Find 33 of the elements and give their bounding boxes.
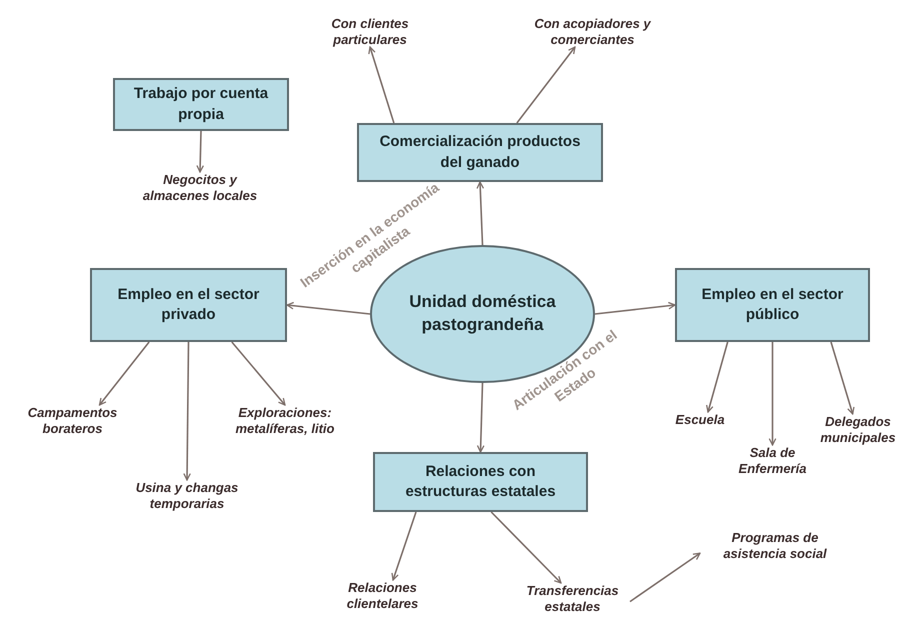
item-text: Con clientes particulares	[315, 16, 425, 48]
arrow	[391, 512, 417, 581]
arrow	[768, 342, 776, 446]
item-text: Sala de Enfermería	[720, 445, 825, 476]
item-text: Con acopiadores y comerciantes	[505, 16, 680, 48]
arrow	[594, 302, 676, 315]
item-text: Programas de asistencia social	[700, 530, 850, 562]
category-box: Empleo en el sector público	[675, 268, 870, 342]
arrow	[476, 382, 485, 453]
item-text: Transferencias estatales	[515, 583, 630, 614]
arrow	[286, 302, 370, 315]
arrow	[706, 342, 728, 413]
arrow	[630, 552, 701, 602]
item-text: Relaciones clientelares	[330, 580, 435, 612]
arrow	[516, 46, 576, 124]
category-box: Comercialización productos del ganado	[357, 123, 603, 182]
category-box: Relaciones con estructuras estatales	[373, 452, 588, 512]
item-text: Campamentos borateros	[5, 405, 140, 436]
arrow	[830, 342, 855, 415]
arrow	[98, 342, 150, 406]
arrow	[476, 181, 484, 246]
arrow	[490, 511, 562, 584]
item-text: Usina y changas temporarias	[107, 480, 267, 512]
item-text: Delegados municipales	[805, 414, 911, 446]
category-box: Empleo en el sector privado	[90, 268, 287, 342]
item-text: Escuela	[660, 412, 740, 428]
arrow	[183, 342, 191, 481]
arrow	[368, 46, 395, 124]
arrow	[196, 130, 204, 173]
item-text: Exploraciones: metalíferas, litio	[215, 405, 355, 436]
category-box: Trabajo por cuenta propia	[113, 78, 289, 131]
item-text: Negocitos y almacenes locales	[140, 172, 260, 204]
arrow	[231, 341, 286, 406]
